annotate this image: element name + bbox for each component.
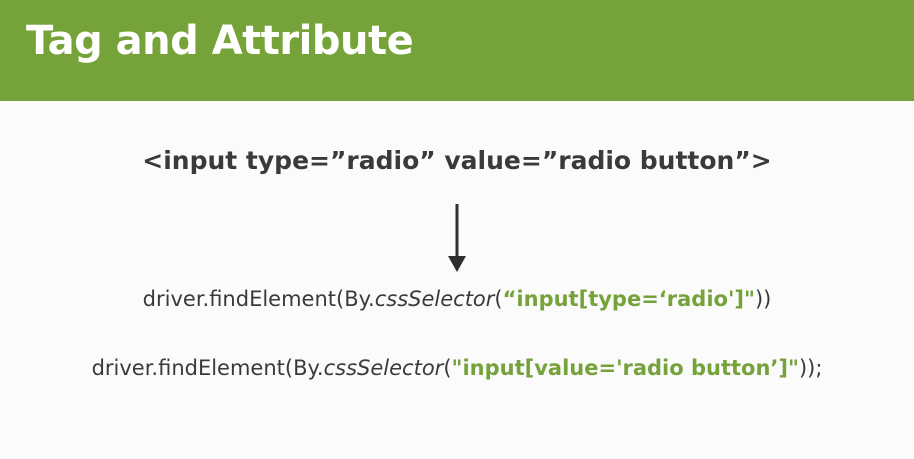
down-arrow-icon (448, 204, 466, 272)
code-method: cssSelector (323, 356, 444, 380)
code-open-paren: ( (443, 356, 452, 380)
code-prefix: driver.findElement(By. (91, 356, 324, 380)
code-line-value-selector: driver.findElement(By.cssSelector("input… (0, 356, 914, 380)
code-suffix: )); (798, 356, 823, 380)
code-selector-argument: "input[value='radio button’]" (451, 356, 799, 380)
code-open-paren: ( (494, 287, 503, 311)
html-example: <input type=”radio” value=”radio button”… (142, 146, 772, 175)
title-banner: Tag and Attribute (0, 0, 914, 101)
code-method: cssSelector (374, 287, 495, 311)
code-suffix: )) (754, 287, 772, 311)
slide-title: Tag and Attribute (26, 18, 414, 64)
code-line-type-selector: driver.findElement(By.cssSelector(“input… (0, 287, 914, 311)
code-prefix: driver.findElement(By. (142, 287, 375, 311)
code-selector-argument: “input[type=‘radio']" (502, 287, 755, 311)
